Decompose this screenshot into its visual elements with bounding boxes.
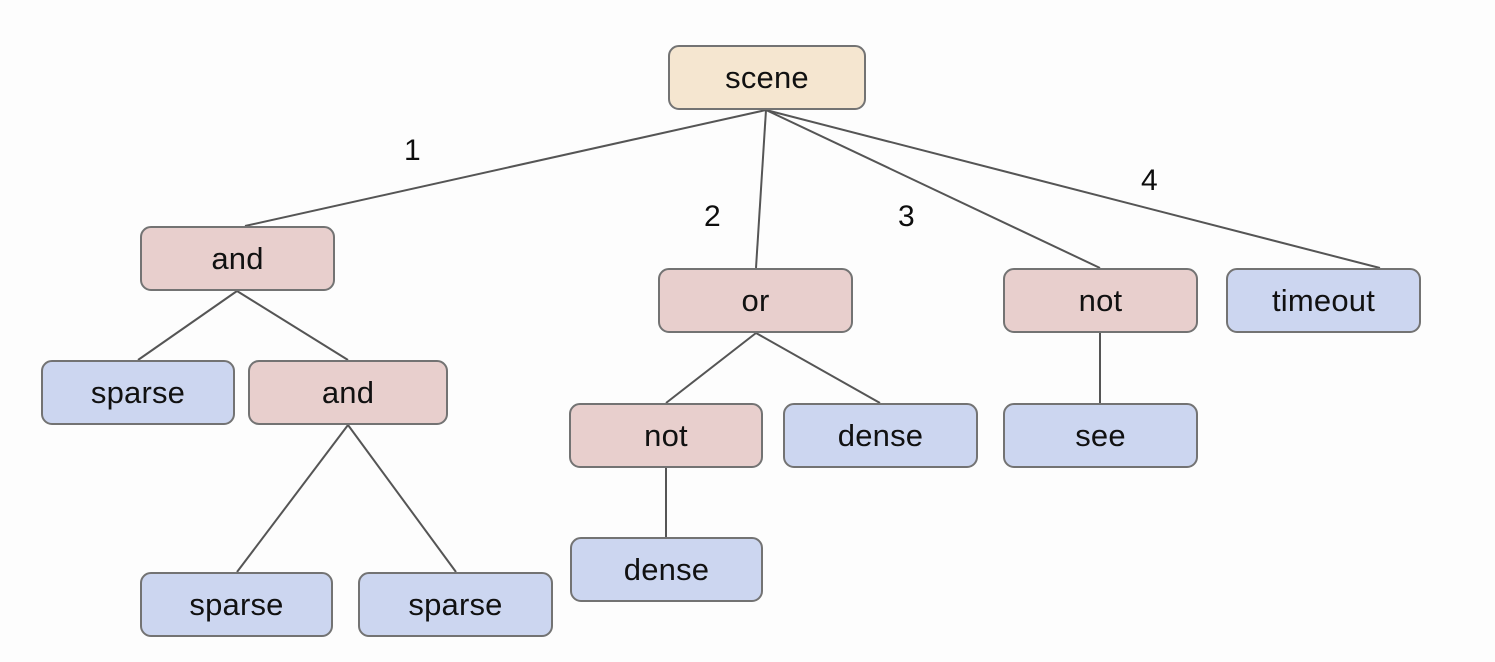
- tree-edge: [244, 109, 767, 227]
- tree-node-dense1[interactable]: dense: [783, 403, 978, 468]
- tree-node-label: not: [644, 418, 688, 453]
- tree-node-and1[interactable]: and: [140, 226, 335, 291]
- tree-edge: [236, 424, 349, 573]
- edge-label-1: 1: [404, 134, 421, 167]
- tree-node-not1[interactable]: not: [1003, 268, 1198, 333]
- tree-node-sparse1[interactable]: sparse: [41, 360, 235, 425]
- tree-node-label: see: [1075, 418, 1126, 453]
- tree-node-see1[interactable]: see: [1003, 403, 1198, 468]
- tree-node-sparse2[interactable]: sparse: [140, 572, 333, 637]
- tree-node-label: or: [741, 283, 770, 318]
- tree-node-label: timeout: [1271, 283, 1376, 318]
- tree-node-not2[interactable]: not: [569, 403, 763, 468]
- tree-node-sparse3[interactable]: sparse: [358, 572, 553, 637]
- tree-node-and2[interactable]: and: [248, 360, 448, 425]
- tree-node-label: sparse: [408, 587, 503, 622]
- tree-node-dense2[interactable]: dense: [570, 537, 763, 602]
- tree-node-scene[interactable]: scene: [668, 45, 866, 110]
- tree-node-label: and: [321, 375, 375, 410]
- tree-node-label: sparse: [189, 587, 284, 622]
- edge-label-4: 4: [1141, 164, 1158, 197]
- tree-node-label: dense: [837, 418, 924, 453]
- tree-edge: [347, 424, 457, 573]
- tree-edge: [755, 332, 881, 404]
- tree-node-or1[interactable]: or: [658, 268, 853, 333]
- tree-edge: [665, 332, 757, 404]
- tree-node-label: and: [211, 241, 264, 276]
- tree-node-label: sparse: [90, 375, 186, 410]
- tree-node-label: scene: [725, 60, 809, 95]
- tree-node-label: not: [1078, 283, 1123, 318]
- tree-edge: [236, 290, 349, 361]
- tree-edge: [765, 109, 1381, 269]
- tree-node-timeout1[interactable]: timeout: [1226, 268, 1421, 333]
- tree-edge: [765, 109, 1101, 269]
- edge-label-3: 3: [898, 200, 915, 233]
- edge-label-2: 2: [704, 200, 721, 233]
- tree-edge: [755, 109, 767, 269]
- tree-edge: [137, 290, 238, 361]
- tree-node-label: dense: [623, 552, 710, 587]
